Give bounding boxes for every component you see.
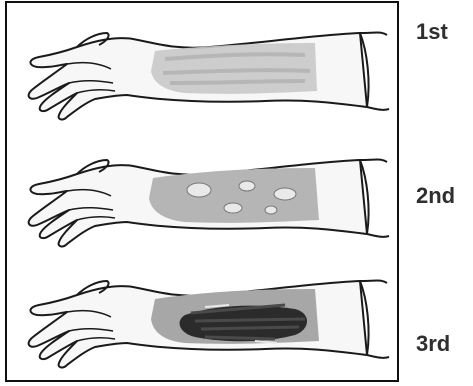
illustration-frame [5,1,399,382]
arm-first-degree-burn [15,21,401,133]
blister [187,183,211,197]
arm-second-degree-burn [15,148,401,260]
blister [274,188,296,200]
blister [265,206,277,214]
arm-second-degree-illustration [15,148,401,260]
label-second-degree: 2nd [416,185,455,207]
arm-third-degree-illustration [15,269,401,381]
arm-third-degree-burn [15,269,401,381]
blister [224,203,242,213]
blister [239,181,255,191]
label-first-degree: 1st [416,21,448,43]
arm-first-degree-illustration [15,21,401,133]
label-third-degree: 3rd [416,333,450,355]
burn-area-redness [151,43,317,94]
